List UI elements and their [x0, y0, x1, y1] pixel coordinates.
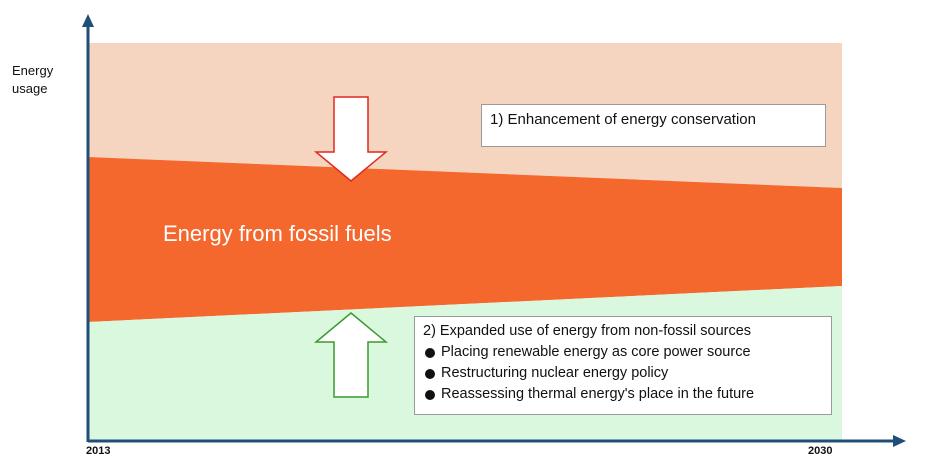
conservation-box-title: 1) Enhancement of energy conservation [490, 111, 756, 128]
down-arrow-icon [313, 96, 389, 182]
fossil-fuel-region [88, 157, 842, 322]
y-axis-arrowhead [82, 14, 94, 27]
list-item: Placing renewable energy as core power s… [423, 342, 823, 363]
non-fossil-measures-list: Placing renewable energy as core power s… [423, 342, 823, 405]
conservation-region [88, 43, 842, 188]
list-item: Restructuring nuclear energy policy [423, 363, 823, 384]
x-axis-arrowhead [893, 435, 906, 447]
x-axis-start-label: 2013 [86, 445, 111, 457]
conservation-box: 1) Enhancement of energy conservation [481, 104, 826, 147]
fossil-fuel-label: Energy from fossil fuels [163, 221, 392, 246]
non-fossil-box-title: 2) Expanded use of energy from non-fossi… [423, 323, 752, 339]
y-axis-label-line1: Energy [12, 63, 54, 78]
list-item: Reassessing thermal energy's place in th… [423, 384, 823, 405]
y-axis-label-line2: usage [12, 81, 48, 96]
x-axis-end-label: 2030 [808, 445, 833, 457]
up-arrow-icon [313, 312, 389, 398]
y-axis-label: Energy usage [12, 62, 53, 98]
non-fossil-box: 2) Expanded use of energy from non-fossi… [414, 316, 832, 415]
